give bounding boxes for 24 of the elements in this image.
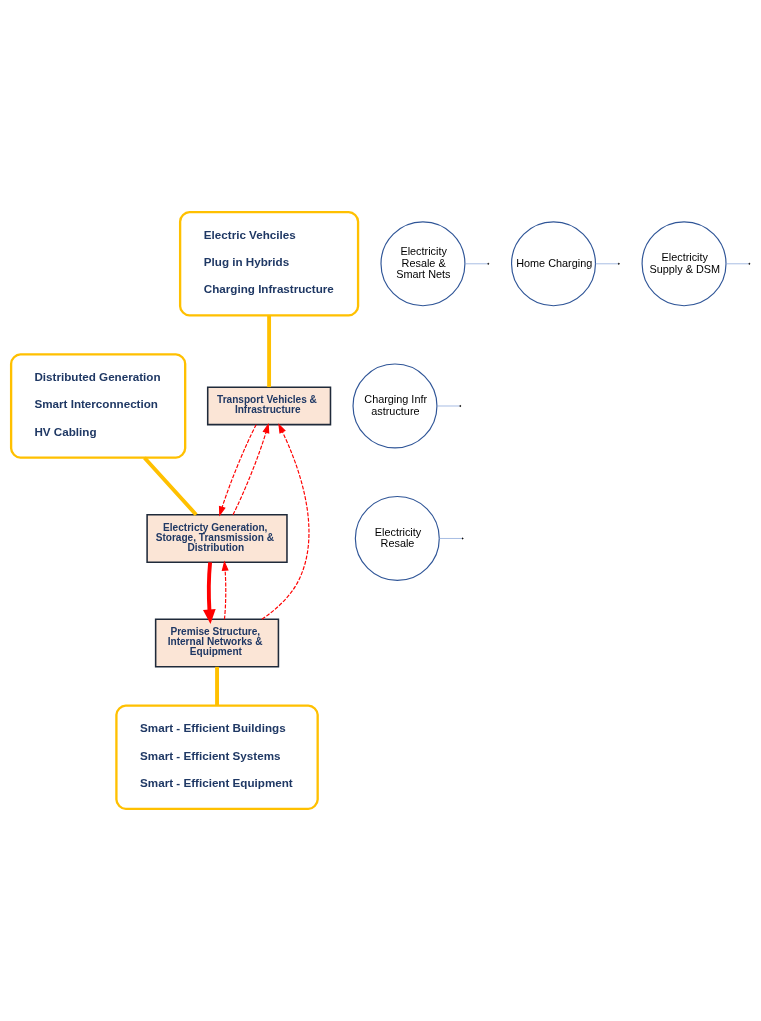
node-box: Distributed Generation Smart Interconnection HV Cabling: [9, 353, 187, 459]
connector: [215, 666, 219, 706]
arrow: [261, 423, 310, 620]
node-circle: Home Charging: [510, 221, 597, 307]
node-circle: Electricity Resale & Smart Nets: [380, 221, 466, 307]
connector: [464, 263, 488, 265]
node-circle: Charging Infrastructure: [352, 363, 438, 449]
node-box: Electric Vehciles Plug in Hybrids Charging Infrastructure: [178, 210, 360, 317]
arrow: [232, 423, 270, 516]
arrow: [221, 560, 229, 620]
node-box: Smart - Efficient Buildings Smart - Efficient Systems Smart - Efficient Equipment: [115, 704, 319, 811]
node-circle: Electricity Resale: [354, 495, 440, 582]
node-box: Premise Structure, Internal Networks & Equipment: [154, 618, 280, 668]
node-box: Transport Vehicles & Infrastructure: [206, 386, 332, 426]
connector: [725, 263, 749, 265]
connector: [439, 538, 463, 539]
arrow: [203, 562, 216, 624]
connector: [436, 405, 460, 407]
arrow: [218, 424, 257, 517]
connector: [267, 315, 272, 388]
connector: [595, 263, 619, 265]
node-circle: Electricity Supply & DSM: [641, 221, 727, 307]
connector: [143, 456, 198, 516]
node-box: Electricty Generation, Storage, Transmission & Distribution: [146, 514, 288, 563]
